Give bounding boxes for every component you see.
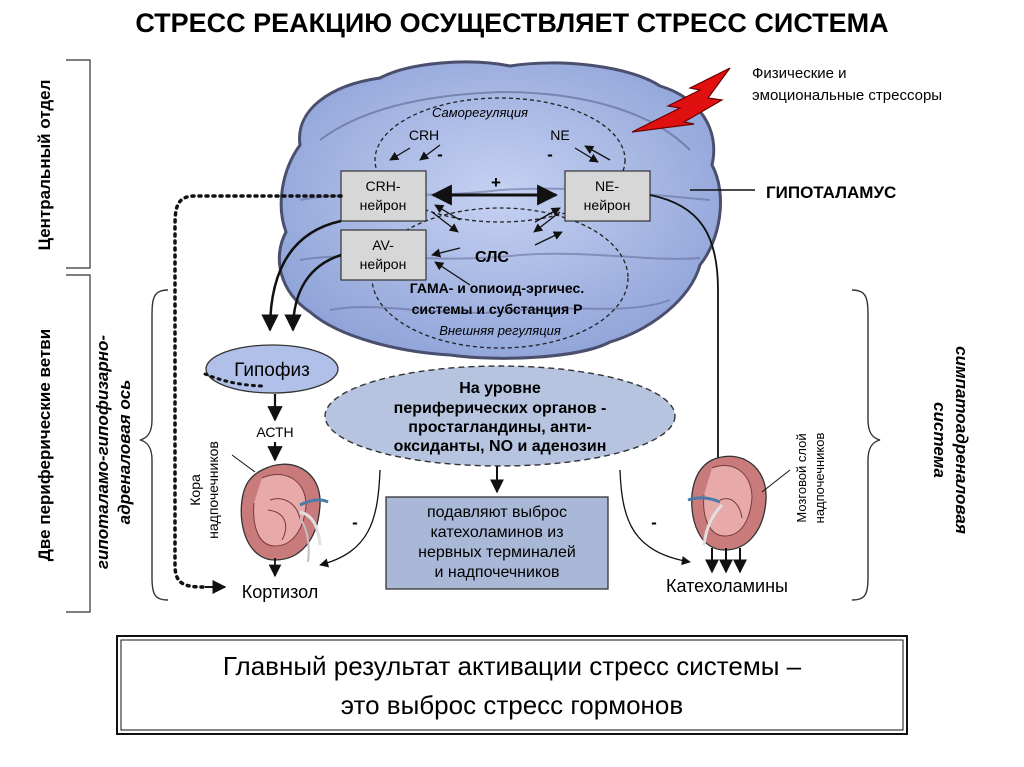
suppress-line2: катехоламинов из (430, 524, 563, 541)
crh-neuron-line2: нейрон (360, 197, 407, 213)
result-line2: это выброс стресс гормонов (341, 690, 683, 720)
suppress-line4: и надпочечников (434, 564, 559, 581)
left-kidney-icon (240, 463, 329, 563)
central-label: Центральный отдел (35, 80, 54, 251)
result-box (116, 635, 908, 735)
ne-neuron-line1: NE- (595, 178, 619, 194)
self-regulation-label: Саморегуляция (432, 105, 528, 120)
av-neuron-box (340, 229, 427, 281)
peripheral-line1: На уровне (459, 380, 541, 397)
pituitary-ellipse (205, 344, 339, 394)
medulla-label-line1: Мозговой слой (794, 433, 809, 522)
ne-minus-sign: - (547, 145, 553, 164)
hypothalamus-label: ГИПОТАЛАМУС (766, 183, 896, 202)
dotted-feedback-path (173, 194, 343, 589)
crh-label: CRH (409, 127, 439, 143)
crh-to-pituitary-arrow (261, 219, 342, 332)
cortex-label-line1: Кора (187, 474, 203, 506)
cortisol-label: Кортизол (242, 582, 319, 602)
stressors-line1: Физические и (752, 65, 847, 82)
av-to-pituitary-arrow (284, 253, 342, 332)
external-regulation-label: Внешняя регуляция (439, 323, 561, 338)
axis-label-line1: гипоталамо-гипофизарно- (93, 335, 112, 569)
stressors-line2: эмоциональные стрессоры (752, 87, 942, 104)
central-bracket (66, 59, 91, 269)
av-neuron-line2: нейрон (360, 256, 407, 272)
peripheral-bracket (66, 274, 91, 613)
minus-left: - (352, 513, 358, 532)
peripheral-line2: периферических органов - (394, 400, 607, 417)
inhibit-catecholamines-arrow (619, 469, 691, 566)
plus-sign: + (491, 173, 501, 192)
gaba-line1: ГАМА- и опиоид-эргичес. (410, 280, 584, 296)
lightning-bolt-icon (631, 67, 731, 133)
peripheral-line4: оксиданты, NO и аденозин (394, 438, 607, 455)
sympatho-label-line2: система (930, 402, 949, 478)
catecholamines-label: Катехоламины (666, 576, 788, 596)
ne-label: NE (550, 127, 569, 143)
suppress-line1: подавляют выброс (427, 504, 567, 521)
peripheral-organs-ellipse (324, 365, 676, 467)
cortex-label-line2: надпочечников (205, 441, 221, 539)
crh-neuron-line1: CRH- (366, 178, 401, 194)
suppress-box (385, 496, 609, 590)
axis-label-line2: адреналовая ось (115, 380, 134, 525)
brain-shape (277, 60, 723, 360)
pituitary-label: Гипофиз (234, 360, 310, 381)
self-regulation-ellipse (374, 97, 626, 223)
left-brace (139, 289, 169, 601)
medulla-label-line2: надпочечников (812, 433, 827, 524)
acth-label: АСТН (256, 424, 293, 440)
sls-label: СЛС (475, 249, 509, 266)
right-kidney-icon (687, 455, 767, 551)
result-line1: Главный результат активации стресс систе… (223, 651, 802, 681)
crh-neuron-box (340, 170, 427, 222)
ne-to-medulla-line (649, 194, 719, 462)
sympatho-label-line1: симпатоадреналовая (952, 346, 971, 534)
right-brace (851, 289, 881, 601)
inhibit-cortisol-arrow (319, 469, 381, 568)
gaba-line2: системы и субстанция Р (412, 301, 583, 317)
peripheral-label: Две периферические ветви (35, 329, 54, 561)
peripheral-line3: простагландины, анти- (408, 419, 591, 436)
av-neuron-line1: AV- (372, 237, 394, 253)
suppress-line3: нервных терминалей (418, 544, 576, 561)
ne-neuron-line2: нейрон (584, 197, 631, 213)
crh-minus-sign: - (437, 145, 443, 164)
result-box-inner (120, 639, 904, 731)
page-title: СТРЕСС РЕАКЦИЮ ОСУЩЕСТВЛЯЕТ СТРЕСС СИСТЕ… (135, 8, 888, 38)
minus-right: - (651, 513, 657, 532)
ne-neuron-box (564, 170, 651, 222)
